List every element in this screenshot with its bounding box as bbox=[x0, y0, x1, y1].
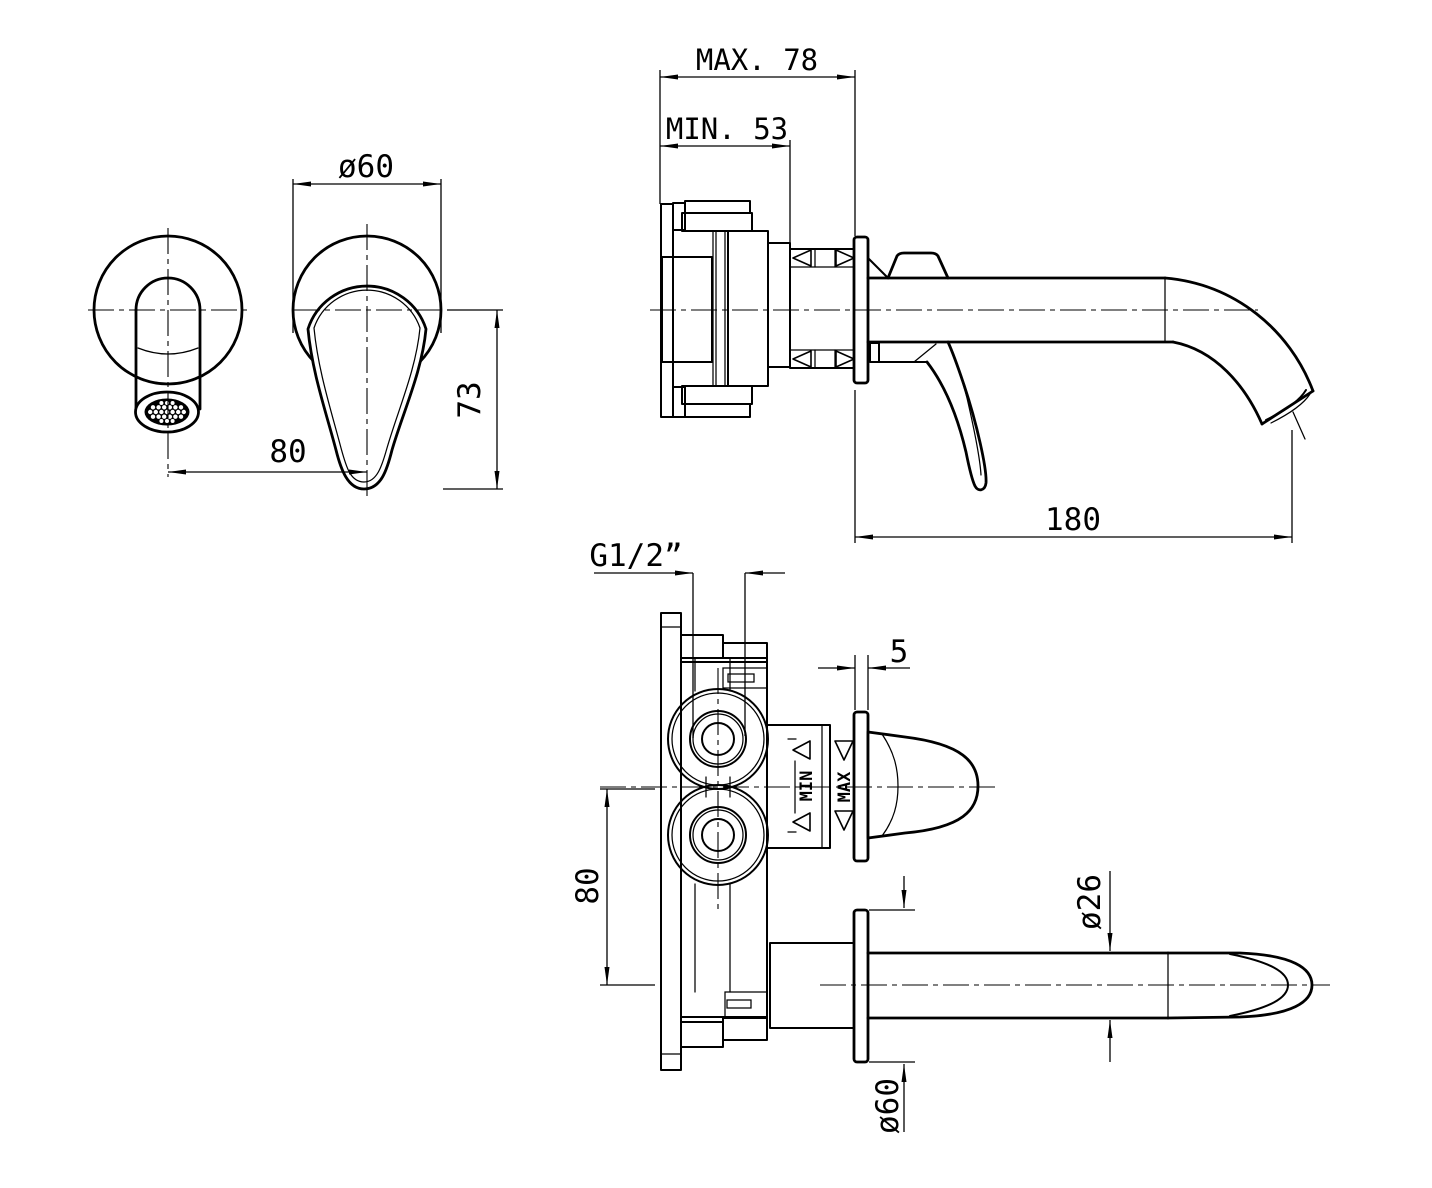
dim-center-distance: 80 bbox=[168, 434, 367, 475]
side-view: MAX. 78 MIN. 53 180 bbox=[650, 43, 1315, 543]
min-triangle-icon bbox=[792, 812, 811, 832]
max-triangle-icon bbox=[834, 740, 854, 761]
dim-label-thread-size: G1/2” bbox=[589, 538, 682, 574]
dim-label-center-distance: 80 bbox=[269, 434, 306, 470]
dim-spout-diameter: ø26 bbox=[1072, 871, 1113, 1062]
spout-aerator bbox=[1265, 389, 1307, 421]
dim-label-min-wall-depth: MIN. 53 bbox=[666, 112, 788, 146]
min-triangle-icon bbox=[792, 740, 811, 760]
dim-label-handle-height: 73 bbox=[452, 381, 488, 418]
dim-label-port-distance: 80 bbox=[570, 867, 606, 904]
dim-max-wall-depth: MAX. 78 bbox=[659, 43, 856, 236]
dim-label-flange-diameter: ø60 bbox=[870, 1078, 906, 1134]
thread-symbol-icon bbox=[835, 350, 855, 368]
min-marker-label: MIN bbox=[797, 771, 817, 802]
wall-body bbox=[660, 200, 791, 418]
dim-label-spout-reach: 180 bbox=[1045, 502, 1101, 538]
spout-flange-plan bbox=[852, 908, 870, 1064]
thread-symbol-icon bbox=[792, 249, 812, 267]
dim-thread-size: G1/2” bbox=[589, 538, 785, 738]
dim-min-wall-depth: MIN. 53 bbox=[660, 112, 791, 250]
thread-symbol-icon bbox=[835, 249, 855, 267]
dim-handle-diameter: ø60 bbox=[292, 149, 442, 333]
dim-port-distance: 80 bbox=[570, 788, 655, 986]
dim-handle-height: 73 bbox=[443, 309, 503, 490]
dim-spout-reach: 180 bbox=[854, 390, 1293, 543]
mounting-bracket bbox=[660, 612, 768, 1071]
dim-flange-thickness: 5 bbox=[818, 634, 910, 710]
front-view: ø60 73 80 bbox=[88, 149, 503, 497]
thread-symbol-icon bbox=[792, 350, 812, 368]
max-triangle-icon bbox=[834, 810, 854, 831]
plan-view: MIN MAX G1/2” bbox=[570, 538, 1330, 1134]
dim-flange-diameter: ø60 bbox=[869, 876, 915, 1134]
spout-front bbox=[134, 276, 202, 434]
handle-cap bbox=[868, 251, 950, 280]
dim-label-spout-diameter: ø26 bbox=[1072, 874, 1108, 930]
lever-handle bbox=[869, 340, 988, 492]
dim-label-flange-thickness: 5 bbox=[890, 634, 909, 670]
handle-front bbox=[306, 284, 428, 491]
dim-label-handle-diameter: ø60 bbox=[338, 149, 394, 185]
dim-label-max-wall-depth: MAX. 78 bbox=[696, 43, 818, 77]
aerator-honeycomb bbox=[144, 398, 190, 426]
spout-side bbox=[866, 276, 1315, 440]
threaded-connector bbox=[789, 248, 856, 369]
max-marker-label: MAX bbox=[835, 771, 855, 802]
spout-plan bbox=[769, 908, 1314, 1064]
handle-knob-plan bbox=[866, 730, 980, 840]
